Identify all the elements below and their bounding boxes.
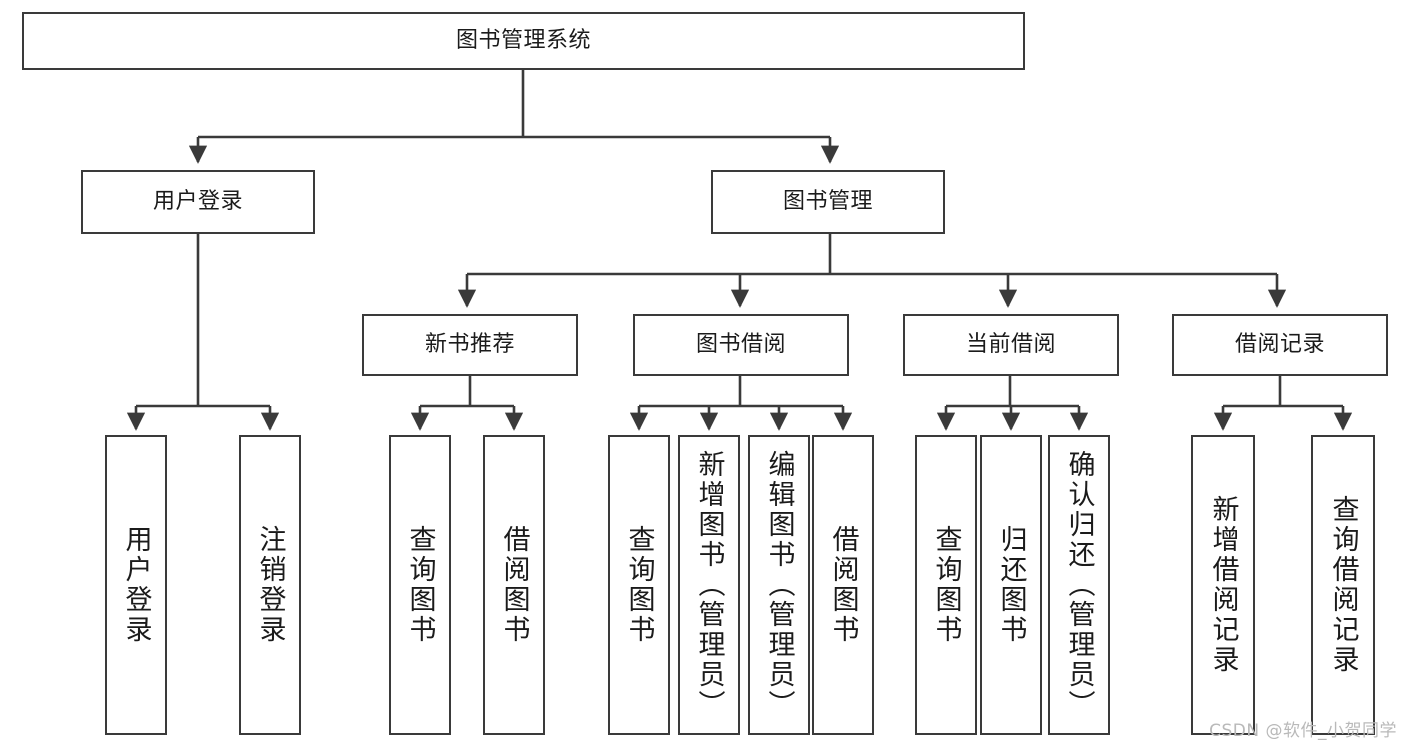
leaf-borrow-book-2-label: 借阅图书 [827,525,859,645]
node-book-manage[interactable]: 图书管理 [711,170,945,234]
leaf-query-book-1[interactable]: 查询图书 [389,435,451,735]
node-root-label: 图书管理系统 [455,28,591,54]
leaf-logout-label: 注销登录 [254,525,286,645]
node-current-borrow[interactable]: 当前借阅 [903,314,1119,376]
node-book-borrow-label: 图书借阅 [695,332,786,358]
leaf-query-book-3-label: 查询图书 [930,525,962,645]
leaf-edit-book[interactable]: 编辑图书（管理员） [748,435,810,735]
csdn-watermark: CSDN @软件_小贺同学 [1209,721,1397,741]
node-current-borrow-label: 当前借阅 [965,332,1056,358]
node-new-book-rec-label: 新书推荐 [424,332,515,358]
leaf-logout[interactable]: 注销登录 [239,435,301,735]
leaf-add-book[interactable]: 新增图书（管理员） [678,435,740,735]
leaf-query-book-1-label: 查询图书 [404,525,436,645]
leaf-add-record-label: 新增借阅记录 [1207,495,1239,675]
node-new-book-rec[interactable]: 新书推荐 [362,314,578,376]
node-borrow-record-label: 借阅记录 [1234,332,1325,358]
node-book-borrow[interactable]: 图书借阅 [633,314,849,376]
leaf-add-book-label: 新增图书（管理员） [693,450,725,720]
leaf-edit-book-label: 编辑图书（管理员） [763,450,795,720]
node-root[interactable]: 图书管理系统 [22,12,1025,70]
leaf-confirm-return-label: 确认归还（管理员） [1063,450,1095,720]
leaf-user-login[interactable]: 用户登录 [105,435,167,735]
leaf-confirm-return[interactable]: 确认归还（管理员） [1048,435,1110,735]
leaf-borrow-book-1[interactable]: 借阅图书 [483,435,545,735]
node-book-manage-label: 图书管理 [782,189,873,215]
leaf-return-book-label: 归还图书 [995,525,1027,645]
node-user-login[interactable]: 用户登录 [81,170,315,234]
node-borrow-record[interactable]: 借阅记录 [1172,314,1388,376]
leaf-user-login-label: 用户登录 [120,525,152,645]
leaf-query-record[interactable]: 查询借阅记录 [1311,435,1375,735]
leaf-query-book-2[interactable]: 查询图书 [608,435,670,735]
leaf-query-book-3[interactable]: 查询图书 [915,435,977,735]
leaf-return-book[interactable]: 归还图书 [980,435,1042,735]
leaf-borrow-book-1-label: 借阅图书 [498,525,530,645]
leaf-add-record[interactable]: 新增借阅记录 [1191,435,1255,735]
leaf-query-record-label: 查询借阅记录 [1327,495,1359,675]
leaf-query-book-2-label: 查询图书 [623,525,655,645]
node-user-login-label: 用户登录 [152,189,243,215]
leaf-borrow-book-2[interactable]: 借阅图书 [812,435,874,735]
